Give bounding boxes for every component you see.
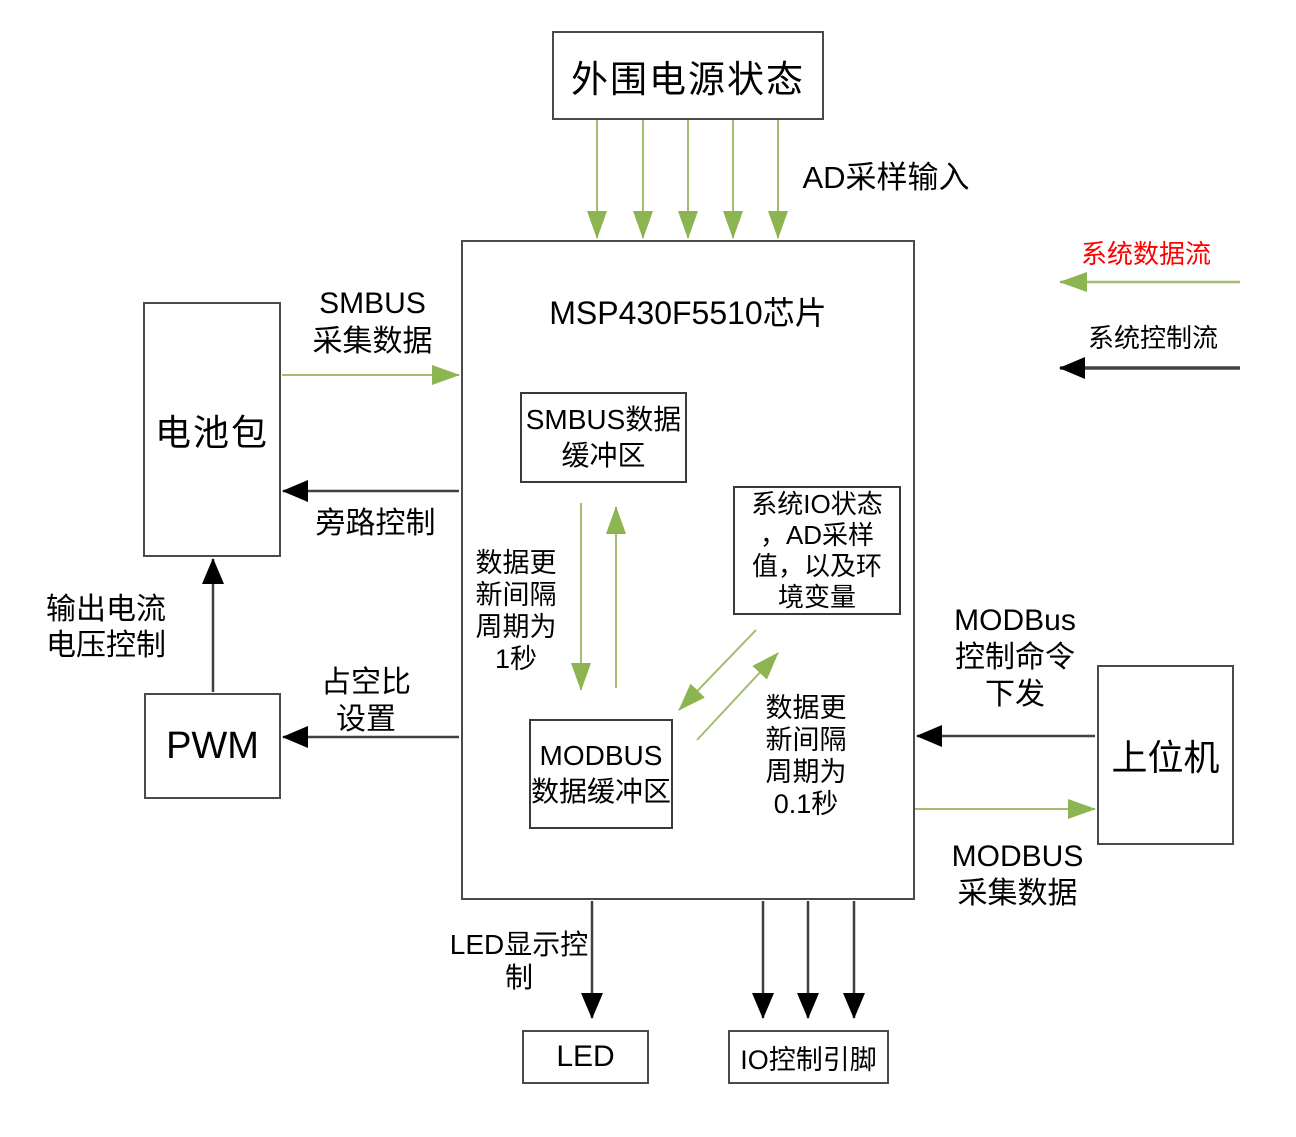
host-label: 上位机: [1111, 737, 1220, 778]
peripheral-power-label: 外围电源状态: [571, 58, 805, 100]
output-ctrl-label: 输出电流 电压控制: [46, 593, 166, 662]
chip-title: MSP430F5510芯片: [549, 295, 827, 331]
host-box: 上位机: [1097, 665, 1234, 845]
sys-io-box: 系统IO状态 ，AD采样 值，以及环 境变量: [733, 486, 901, 615]
pwm-box: PWM: [144, 693, 281, 799]
led-box: LED: [522, 1030, 649, 1084]
led-ctrl-label: LED显示控 制: [449, 929, 589, 993]
modbus-buffer-box: MODBUS 数据缓冲区: [529, 719, 673, 829]
battery-label: 电池包: [154, 411, 269, 453]
duty-label: 占空比 设置: [321, 666, 411, 736]
smbus-buffer-box: SMBUS数据 缓冲区: [520, 392, 687, 483]
sysio-to-modbus-arrow: [678, 629, 757, 711]
modbus-buffer-line1: MODBUS: [539, 740, 663, 771]
modbus-to-sysio-arrow: [696, 652, 779, 741]
update-01s-label: 数据更 新间隔 周期为 0.1秒: [765, 693, 847, 819]
modbus-collect-label: MODBUS 采集数据: [951, 840, 1084, 910]
peripheral-power-box: 外围电源状态: [552, 31, 824, 120]
sys-io-line3: 值，以及环: [751, 550, 882, 581]
smbus-buffer-line2: 缓冲区: [561, 439, 646, 471]
io-pins-box: IO控制引脚: [728, 1030, 889, 1084]
update-1s-label: 数据更 新间隔 周期为 1秒: [475, 548, 557, 674]
pwm-label: PWM: [166, 724, 259, 767]
smbus-buffer-line1: SMBUS数据: [525, 403, 682, 435]
io-pins-label: IO控制引脚: [740, 1044, 877, 1075]
modbus-cmd-label: MODBus 控制命令 下发: [954, 604, 1076, 711]
ad-sample-arrows: [587, 120, 788, 239]
ad-input-label: AD采样输入: [802, 160, 970, 195]
smbus-collect-label: SMBUS 采集数据: [312, 287, 433, 358]
sys-io-line2: ，AD采样: [759, 519, 875, 550]
legend-data-flow-label: 系统数据流: [1080, 239, 1211, 269]
battery-box: 电池包: [143, 302, 281, 557]
sys-io-line1: 系统IO状态: [751, 488, 883, 519]
chip-box: [461, 240, 915, 900]
led-label: LED: [556, 1040, 615, 1073]
legend-control-flow-label: 系统控制流: [1087, 323, 1218, 353]
modbus-buffer-line2: 数据缓冲区: [531, 776, 672, 807]
sys-io-line4: 境变量: [777, 581, 856, 612]
bypass-label: 旁路控制: [315, 507, 436, 540]
